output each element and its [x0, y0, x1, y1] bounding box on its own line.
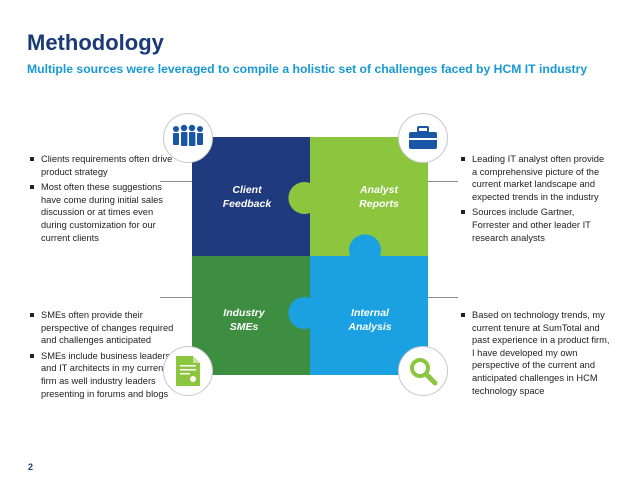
magnifier-icon — [398, 346, 448, 396]
client-feedback-label: Client Feedback — [222, 184, 272, 210]
bullet-item: Clients requirements often drive product… — [29, 153, 179, 178]
analyst-reports-label: Analyst Reports — [359, 184, 399, 210]
analyst-reports-bullets: Leading IT analyst often provide a compr… — [460, 153, 610, 247]
bullet-item: SMEs often provide their perspective of … — [29, 309, 179, 347]
page-title: Methodology — [27, 30, 164, 55]
client-feedback-piece — [192, 137, 310, 278]
internal-analysis-piece — [288, 234, 428, 375]
connector-line — [428, 297, 458, 298]
connector-line — [428, 181, 458, 182]
connector-line — [160, 181, 192, 182]
industry-smes-piece — [192, 256, 310, 375]
bullet-item: Based on technology trends, my current t… — [460, 309, 610, 397]
industry-smes-label: Industry SMEs — [223, 307, 265, 333]
page-subtitle: Multiple sources were leveraged to compi… — [27, 62, 588, 76]
page-number: 2 — [28, 462, 34, 472]
client-feedback-bullets: Clients requirements often drive product… — [29, 153, 179, 247]
internal-analysis-label: Internal Analysis — [348, 307, 392, 333]
bullet-item: Most often these suggestions have come d… — [29, 181, 179, 244]
certificate-document-icon — [163, 346, 213, 396]
connector-line — [160, 297, 192, 298]
industry-smes-bullets: SMEs often provide their perspective of … — [29, 309, 179, 403]
briefcase-icon — [398, 113, 448, 163]
people-icon — [163, 113, 213, 163]
bullet-item: SMEs include business leaders and IT arc… — [29, 350, 179, 400]
analyst-reports-piece — [288, 137, 428, 256]
bullet-item: Sources include Gartner, Forrester and o… — [460, 206, 610, 244]
bullet-item: Leading IT analyst often provide a compr… — [460, 153, 610, 203]
internal-analysis-bullets: Based on technology trends, my current t… — [460, 309, 610, 400]
